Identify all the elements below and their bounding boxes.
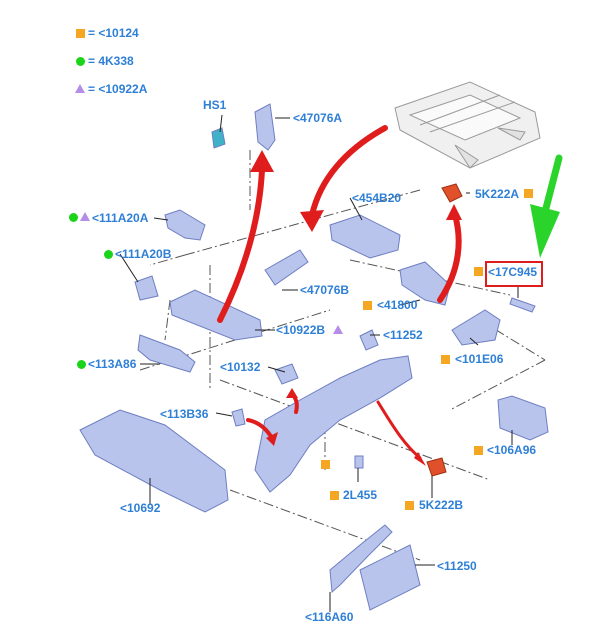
- legend-item-10922A: = <10922A: [88, 82, 148, 96]
- orange-square-icon: [405, 501, 414, 510]
- label-116A60: <116A60: [305, 610, 354, 624]
- legend-item-4K338: = 4K338: [88, 54, 134, 68]
- part-47076B: [264, 249, 309, 286]
- label-HS1: HS1: [203, 98, 227, 112]
- highlight-box-17C945: [485, 261, 543, 287]
- label-113A86: <113A86: [88, 357, 137, 371]
- label-41800: <41800: [377, 298, 418, 312]
- label-5K222A: 5K222A: [475, 187, 520, 201]
- red-arrows: [217, 125, 462, 460]
- green-circle-icon: [77, 360, 86, 369]
- label-2L455: 2L455: [343, 488, 378, 502]
- main-rail-assembly: [254, 355, 413, 493]
- part-113B36: [231, 408, 246, 427]
- part-2L455: [354, 455, 364, 469]
- label-10692: <10692: [120, 501, 161, 515]
- part-17C945: [509, 297, 536, 313]
- leader-lines: [119, 114, 519, 612]
- green-pointer-arrow: [530, 154, 563, 258]
- label-47076A: <47076A: [293, 111, 343, 125]
- fastener-HS1: [211, 127, 226, 149]
- part-shapes: [79, 103, 549, 611]
- orange-square-icon: [524, 189, 533, 198]
- label-47076B: <47076B: [300, 283, 350, 297]
- label-113B36: <113B36: [160, 407, 209, 421]
- bracket-47076A: [254, 103, 276, 151]
- part-10132: [274, 363, 299, 385]
- label-5K222B: 5K222B: [419, 498, 464, 512]
- rail-10922B: [169, 289, 263, 341]
- legend-purple-triangle-icon: [75, 84, 85, 93]
- bracket-5K222A: [441, 183, 463, 203]
- green-circle-icon: [104, 250, 113, 259]
- label-10132: <10132: [220, 360, 261, 374]
- label-111A20B: <111A20B: [115, 247, 172, 261]
- label-10922B: <10922B: [276, 323, 326, 337]
- part-111A20B: [134, 275, 159, 301]
- label-11252: <11252: [383, 328, 423, 342]
- part-101E06: [451, 309, 501, 346]
- part-111A20A: [164, 209, 206, 241]
- purple-triangle-icon: [80, 212, 90, 221]
- part-11252: [359, 329, 379, 351]
- part-11250: [359, 544, 421, 611]
- orange-square-icon: [441, 355, 450, 364]
- legend-item-10124: = <10124: [88, 26, 139, 40]
- green-circle-icon: [69, 213, 78, 222]
- red-arrowheads: [250, 150, 462, 466]
- legend-green-circle-icon: [76, 57, 85, 66]
- orange-square-icon: [363, 301, 372, 310]
- label-111A20A: <111A20A: [92, 211, 149, 225]
- purple-triangle-icon: [333, 325, 343, 334]
- label-101E06: <101E06: [455, 352, 504, 366]
- part-454B20: [329, 214, 401, 259]
- label-11250: <11250: [437, 559, 477, 573]
- part-116A60: [329, 524, 393, 594]
- chassis-thumbnail: [394, 81, 541, 169]
- label-106A96: <106A96: [487, 443, 537, 457]
- part-113A86: [137, 334, 196, 373]
- orange-square-icon: [330, 491, 339, 500]
- bracket-5K222B: [426, 457, 447, 477]
- legend-orange-square-icon: [76, 29, 85, 38]
- part-106A96: [497, 395, 549, 441]
- label-454B20: <454B20: [352, 191, 402, 205]
- orange-square-icon: [321, 460, 330, 469]
- orange-square-icon: [474, 267, 483, 276]
- rail-10692: [79, 409, 229, 513]
- label-17C945: <17C945: [488, 265, 538, 279]
- orange-square-icon: [474, 446, 483, 455]
- part-41800: [399, 261, 451, 306]
